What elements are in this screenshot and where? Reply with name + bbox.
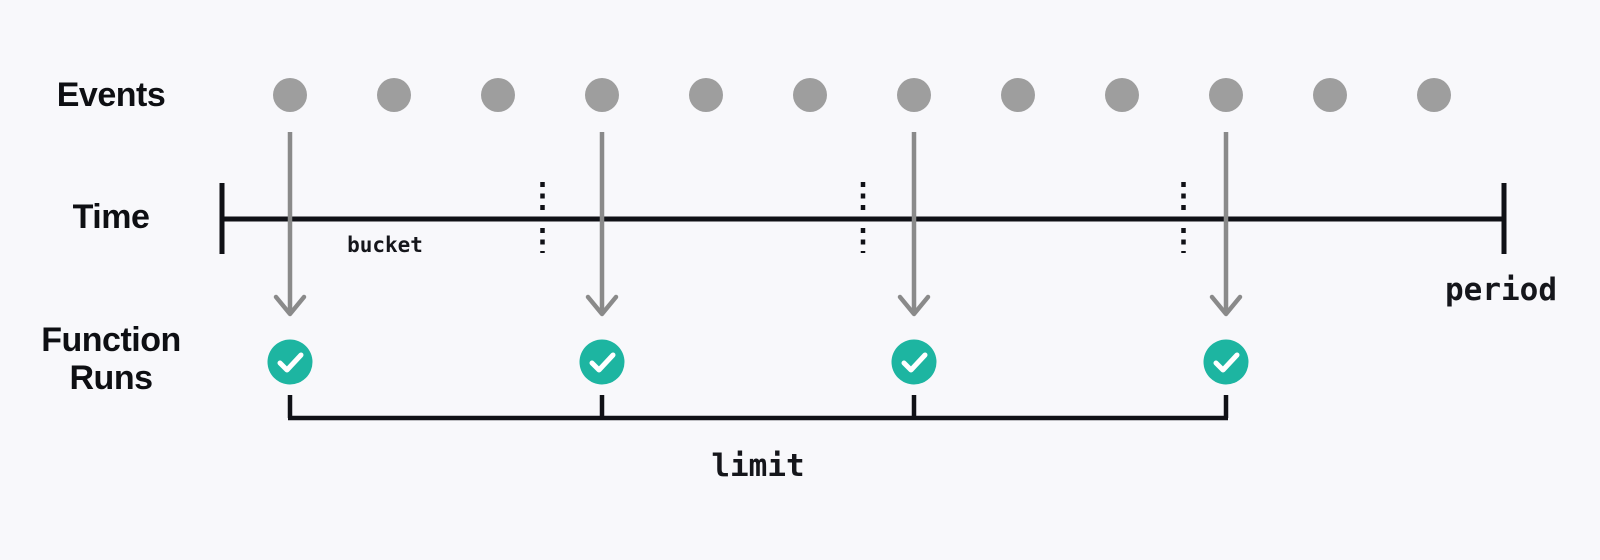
event-dot: [1105, 78, 1139, 112]
time-axis-label: Time: [72, 198, 150, 236]
events-row-label: Events: [56, 76, 166, 114]
event-dot: [793, 78, 827, 112]
event-dot: [897, 78, 931, 112]
function-run-circle: [891, 339, 937, 385]
event-dot: [689, 78, 723, 112]
event-dot: [481, 78, 515, 112]
event-dot: [585, 78, 619, 112]
event-dot: [1209, 78, 1243, 112]
event-dot: [1001, 78, 1035, 112]
check-icon: [1213, 352, 1240, 373]
event-dot: [377, 78, 411, 112]
event-dot: [1417, 78, 1451, 112]
function-run-circle: [1203, 339, 1249, 385]
arrow-down-icon: [897, 294, 931, 317]
function-run-circle: [579, 339, 625, 385]
check-icon: [901, 352, 928, 373]
limit-label: limit: [711, 448, 805, 484]
check-icon: [277, 352, 304, 373]
event-dot: [273, 78, 307, 112]
bucket-label: bucket: [347, 233, 423, 257]
period-label: period: [1445, 272, 1557, 308]
arrow-down-icon: [273, 294, 307, 317]
arrow-down-icon: [1209, 294, 1243, 317]
arrow-down-icon: [585, 294, 619, 317]
event-dot: [1313, 78, 1347, 112]
check-icon: [589, 352, 616, 373]
function-runs-row-label: Function Runs: [41, 321, 181, 397]
function-run-circle: [267, 339, 313, 385]
